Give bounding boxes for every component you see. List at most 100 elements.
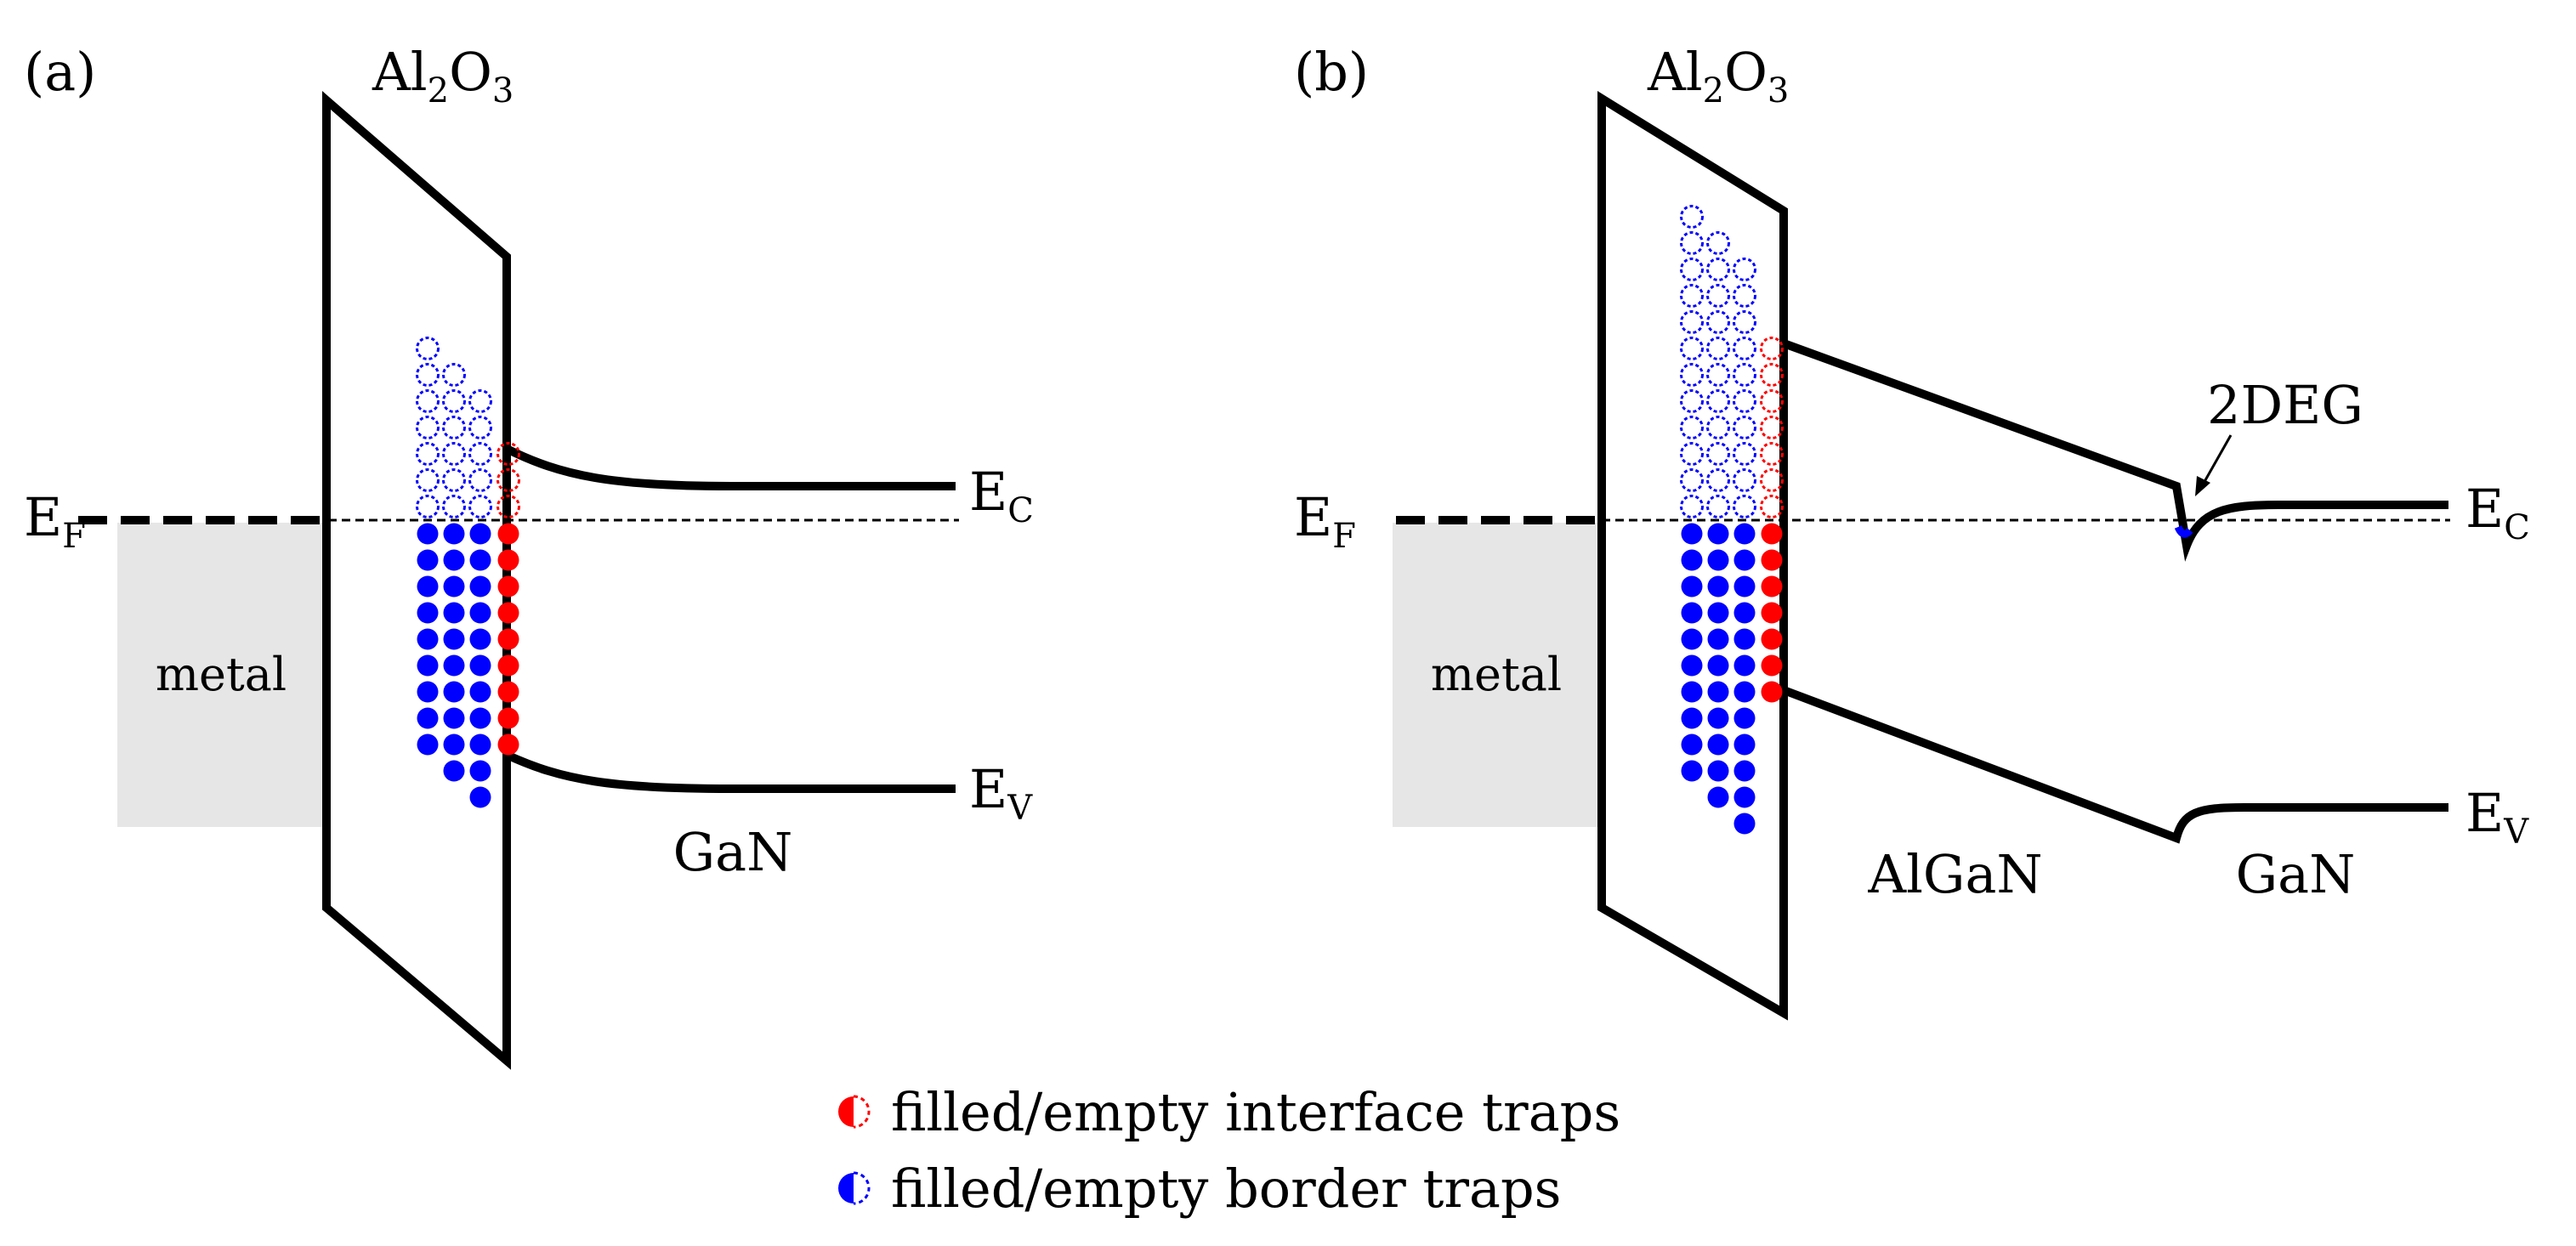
filled-interface-trap [497,549,519,571]
empty-border-trap [416,442,440,466]
empty-border-trap [1733,284,1756,308]
filled-border-trap [1733,575,1756,598]
panel-a-label: (a) [24,41,96,103]
panel-b-fermi-label: EF [1294,486,1356,556]
empty-border-trap [1680,205,1704,229]
filled-border-trap [1681,733,1703,756]
panel-a-semiconductor-label: GaN [673,821,793,883]
empty-border-trap [1706,468,1730,492]
empty-border-trap [442,468,466,492]
empty-interface-trap [496,495,520,518]
filled-border-trap [1681,707,1703,729]
filled-border-trap [417,707,439,729]
filled-border-trap [1733,628,1756,650]
filled-border-trap [1707,628,1729,650]
filled-interface-trap [1761,523,1783,545]
panel-b-2deg-label: 2DEG [2207,374,2363,436]
filled-border-trap [469,575,491,598]
filled-interface-trap [1761,549,1783,571]
panel-a-metal-region [117,523,325,827]
empty-border-trap [1706,416,1730,439]
empty-border-trap [1706,389,1730,413]
empty-interface-trap [1760,468,1784,492]
panel-a-valence-band [504,750,956,793]
empty-interface-trap [496,468,520,492]
filled-border-trap [1733,760,1756,782]
empty-border-trap [1706,495,1730,518]
panel-b-valence-band [1782,686,2448,844]
panel-b-conduction-band [1782,339,2448,562]
empty-border-trap [1680,416,1704,439]
filled-border-trap [1733,733,1756,756]
filled-border-trap [469,681,491,703]
filled-border-trap [443,575,465,598]
filled-interface-trap [497,575,519,598]
filled-border-trap [469,602,491,624]
filled-border-trap [1681,760,1703,782]
filled-border-trap [1707,602,1729,624]
empty-border-trap [1706,284,1730,308]
empty-border-trap [1680,310,1704,334]
panel-b-2deg-electrons [2174,525,2193,538]
empty-border-trap [1706,310,1730,334]
legend-interface-traps-label: filled/empty interface traps [891,1081,1620,1143]
filled-border-trap [1681,602,1703,624]
panel-a-oxide-layer [322,91,511,1070]
panel-b-metal-region [1393,523,1600,827]
empty-border-trap [468,389,492,413]
filled-border-trap [417,523,439,545]
filled-border-trap [1733,707,1756,729]
filled-interface-trap [1761,654,1783,677]
filled-border-trap [1707,549,1729,571]
empty-border-trap [416,416,440,439]
empty-border-trap [1680,389,1704,413]
filled-border-trap [1681,549,1703,571]
filled-border-trap [1733,549,1756,571]
filled-border-trap [469,786,491,808]
panel-b-valence-label: EV [2465,782,2529,852]
filled-border-trap [417,575,439,598]
empty-border-trap [1680,442,1704,466]
filled-border-trap [417,681,439,703]
empty-interface-trap [1760,495,1784,518]
filled-border-trap [443,707,465,729]
panel-b: (b) Al2O3 metal 2DEG EF EC EV AlGaN GaN [1294,41,2530,1021]
filled-border-trap [469,733,491,756]
panel-b-conduction-label: EC [2465,478,2530,547]
filled-border-trap [1707,707,1729,729]
filled-border-trap [443,602,465,624]
empty-interface-trap [1760,416,1784,439]
filled-interface-trap [497,628,519,650]
panel-a-conduction-label: EC [969,461,1034,530]
empty-border-trap [442,442,466,466]
empty-border-trap [1706,442,1730,466]
empty-border-trap [416,389,440,413]
panel-b-label: (b) [1294,41,1369,103]
filled-border-trap [1707,681,1729,703]
empty-interface-trap [1760,389,1784,413]
panel-b-barrier-label: AlGaN [1867,843,2042,905]
filled-border-trap [417,628,439,650]
empty-interface-trap [496,442,520,466]
panel-b-oxide-label: Al2O3 [1647,41,1789,110]
empty-border-trap [1733,337,1756,360]
panel-b-2deg-arrow-line [2200,434,2233,487]
filled-interface-trap [1761,681,1783,703]
legend: filled/empty interface traps filled/empt… [838,1081,1620,1220]
empty-border-trap [442,389,466,413]
empty-border-trap [1733,468,1756,492]
filled-border-trap [1733,523,1756,545]
panel-b-2deg-arrow-head [2195,476,2210,496]
empty-border-trap [468,495,492,518]
filled-border-trap [1707,523,1729,545]
empty-border-trap [1680,284,1704,308]
empty-border-trap [1733,258,1756,281]
panel-b-oxide-layer [1597,91,1788,1021]
filled-interface-trap [497,707,519,729]
filled-border-trap [1733,813,1756,835]
panel-b-semiconductor-label: GaN [2236,843,2356,905]
legend-border-trap-icon [838,1171,871,1205]
empty-border-trap [1733,495,1756,518]
empty-border-trap [416,337,440,360]
